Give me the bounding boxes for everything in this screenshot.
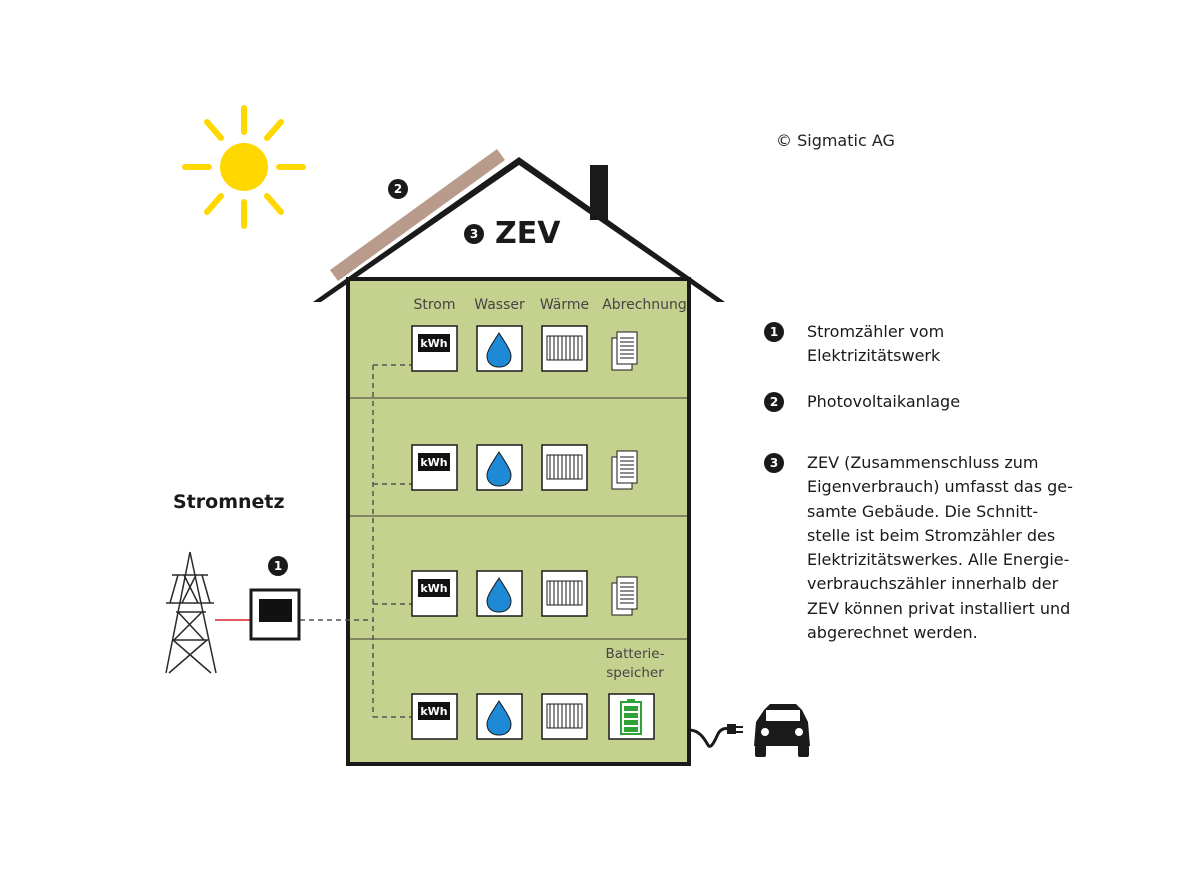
radiator-icon bbox=[546, 580, 583, 606]
sun-icon bbox=[182, 105, 306, 229]
svg-text:kWh: kWh bbox=[420, 456, 447, 469]
radiator-icon bbox=[546, 703, 583, 729]
heat-meter bbox=[541, 693, 588, 740]
wiring bbox=[300, 364, 412, 718]
legend-number: 1 bbox=[764, 322, 784, 342]
legend-text: Stromzähler vom Elektrizitätswerk bbox=[807, 322, 945, 366]
water-drop-icon bbox=[486, 577, 512, 613]
svg-text:kWh: kWh bbox=[420, 582, 447, 595]
column-label-wasser: Wasser bbox=[474, 297, 525, 313]
heat-meter bbox=[541, 325, 588, 372]
charging-cable bbox=[688, 724, 743, 748]
water-drop-icon bbox=[486, 332, 512, 368]
heat-meter bbox=[541, 444, 588, 491]
legend-text: ZEV (Zusammenschluss zum Eigenverbrauch)… bbox=[807, 453, 1073, 643]
floor-2-meters: kWh bbox=[411, 444, 638, 491]
zev-title: ZEV bbox=[495, 216, 561, 251]
water-drop-icon bbox=[486, 451, 512, 487]
column-label-abrechnung: Abrechnung bbox=[602, 297, 687, 313]
column-label-strom: Strom bbox=[413, 297, 456, 313]
legend-number: 2 bbox=[764, 392, 784, 412]
legend-number: 3 bbox=[764, 453, 784, 473]
electric-car-icon bbox=[754, 704, 810, 757]
water-drop-icon bbox=[486, 700, 512, 736]
marker-3-zev: 3 bbox=[464, 224, 484, 244]
floor-3-meters: kWh bbox=[411, 570, 638, 617]
power-pylon-icon bbox=[165, 551, 217, 674]
document-icon bbox=[611, 450, 638, 490]
power-grid-label: Stromnetz bbox=[173, 491, 285, 513]
svg-text:kWh: kWh bbox=[420, 337, 447, 350]
floor-1-meters: kWh bbox=[411, 325, 638, 372]
battery-icon bbox=[620, 699, 642, 735]
copyright-notice: © Sigmatic AG bbox=[776, 131, 895, 150]
marker-2-pv: 2 bbox=[388, 179, 408, 199]
floor-dividers bbox=[350, 397, 687, 640]
document-icon bbox=[611, 331, 638, 371]
radiator-icon bbox=[546, 454, 583, 480]
battery-storage-label: Batterie- speicher bbox=[605, 646, 665, 681]
radiator-icon bbox=[546, 335, 583, 361]
floor-4-meters: kWh bbox=[411, 693, 655, 740]
heat-meter bbox=[541, 570, 588, 617]
chimney bbox=[590, 165, 608, 220]
marker-1-meter: 1 bbox=[268, 556, 288, 576]
svg-text:kWh: kWh bbox=[420, 705, 447, 718]
document-icon bbox=[611, 576, 638, 616]
utility-meter-icon bbox=[249, 588, 301, 641]
solar-panel bbox=[330, 149, 505, 281]
column-label-waerme: Wärme bbox=[539, 297, 590, 313]
legend-text: Photovoltaikanlage bbox=[807, 392, 961, 411]
